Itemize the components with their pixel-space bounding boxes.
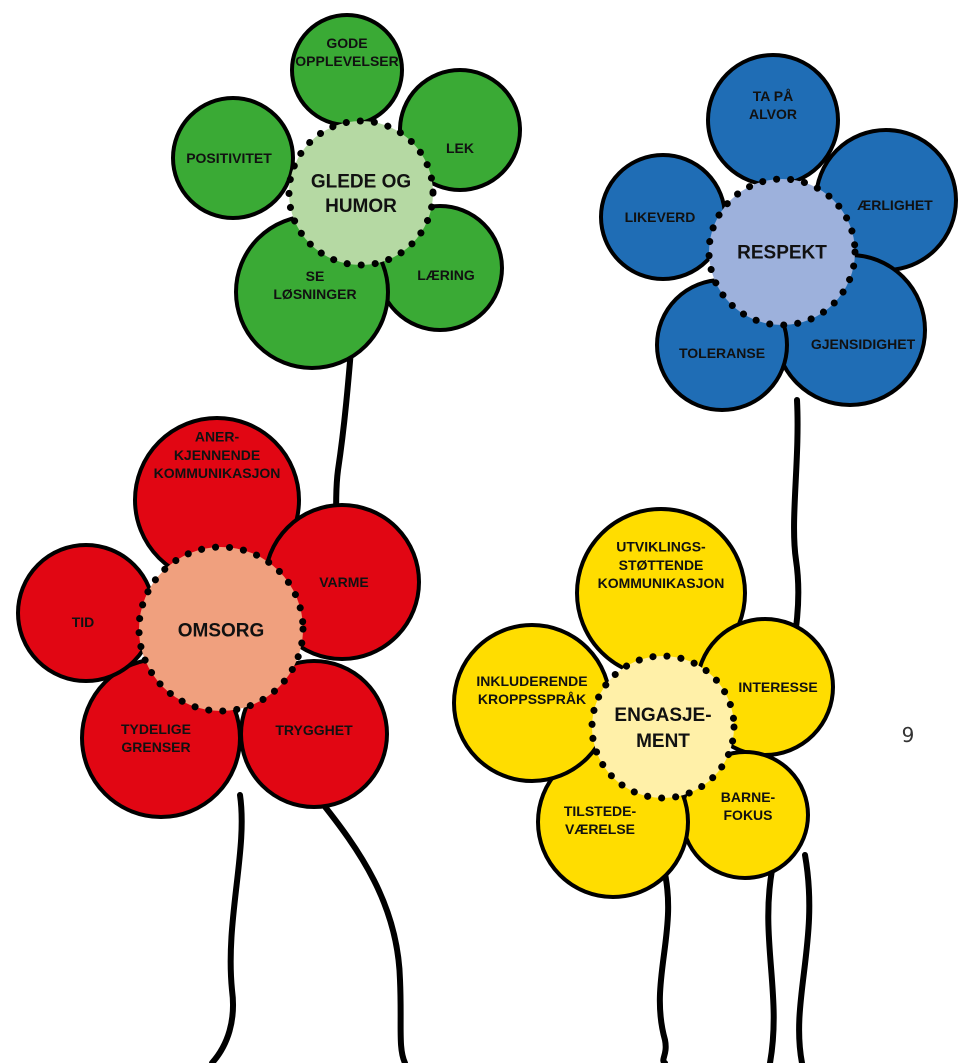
flower-glede: GODE OPPLEVELSER LEK LÆRING SE LØSNINGER POSIT… (171, 13, 522, 370)
center-respekt (705, 175, 859, 329)
page-number: 9 (902, 723, 915, 747)
petal-label-respekt-1: ÆRLIGHET (857, 197, 933, 213)
petal-label-respekt-4: LIKEVERD (625, 209, 696, 225)
petal-label-engasjement-2: BARNE- FOKUS (721, 789, 776, 823)
petal-label-engasjement-1-line: INTERESSE (738, 679, 817, 695)
petal-label-omsorg-3-line: GRENSER (121, 739, 190, 755)
petal-label-respekt-2-line: GJENSIDIGHET (811, 336, 916, 352)
petal-label-engasjement-3: TILSTEDE- VÆRELSE (564, 803, 637, 837)
petal-label-glede-0-line: OPPLEVELSER (295, 53, 398, 69)
petal-label-respekt-0: TA PÅ ALVOR (749, 88, 797, 122)
petal-label-engasjement-4-line: KROPPSSPRÅK (478, 691, 586, 707)
center-glede (285, 117, 437, 269)
center-label-glede: GLEDE OG HUMOR (311, 171, 411, 217)
petal-label-engasjement-1: INTERESSE (738, 679, 817, 695)
center-label-engasjement: ENGASJE- MENT (614, 705, 711, 752)
stem-respekt-0 (787, 397, 802, 663)
petal-glede-4 (171, 96, 295, 220)
petal-label-omsorg-0-line: ANER- (195, 429, 240, 445)
petal-label-engasjement-2-line: FOKUS (724, 807, 773, 823)
petal-label-omsorg-0: ANER- KJENNENDE KOMMUNIKASJON (154, 429, 281, 481)
center-label-glede-line: GLEDE OG (311, 171, 411, 192)
petal-label-glede-2: LÆRING (417, 267, 475, 283)
petal-label-omsorg-2: TRYGGHET (275, 722, 353, 738)
petal-label-omsorg-4-line: TID (72, 614, 95, 630)
petal-label-engasjement-0-line: STØTTENDE (619, 557, 704, 573)
petal-label-omsorg-2-line: TRYGGHET (275, 722, 353, 738)
center-label-respekt: RESPEKT (737, 243, 827, 264)
petal-label-omsorg-3: TYDELIGE GRENSER (121, 721, 191, 755)
center-omsorg (135, 543, 307, 715)
center-label-glede-line: HUMOR (325, 196, 397, 217)
petal-label-respekt-0-line: ALVOR (749, 106, 797, 122)
petal-label-glede-0-line: GODE (326, 35, 367, 51)
flower-respekt: TA PÅ ALVOR ÆRLIGHET GJENSIDIGHET TOLERANSE L… (599, 53, 958, 412)
petal-label-omsorg-0-line: KJENNENDE (174, 447, 260, 463)
stem-engasjement-2 (765, 867, 777, 1063)
petal-label-omsorg-3-line: TYDELIGE (121, 721, 191, 737)
petal-label-glede-4: POSITIVITET (186, 150, 272, 166)
petal-label-glede-3-line: SE (306, 268, 325, 284)
center-label-respekt-line: RESPEKT (737, 243, 827, 264)
center-label-engasjement-line: MENT (636, 731, 690, 752)
flower-omsorg: ANER- KJENNENDE KOMMUNIKASJON VARME TRYGGHET… (16, 416, 421, 819)
petal-label-respekt-4-line: LIKEVERD (625, 209, 696, 225)
petal-label-omsorg-1: VARME (319, 574, 369, 590)
petal-label-glede-4-line: POSITIVITET (186, 150, 272, 166)
center-label-engasjement-line: ENGASJE- (614, 705, 711, 726)
petal-label-engasjement-4-line: INKLUDERENDE (476, 673, 587, 689)
flowers-layer: GODE OPPLEVELSER LEK LÆRING SE LØSNINGER POSIT… (16, 13, 958, 899)
center-label-omsorg-line: OMSORG (178, 621, 265, 642)
petal-label-engasjement-0: UTVIKLINGS- STØTTENDE KOMMUNIKASJON (598, 539, 725, 591)
petal-label-glede-3: SE LØSNINGER (273, 268, 356, 302)
center-label-omsorg: OMSORG (178, 621, 265, 642)
petal-glede-0 (290, 13, 404, 127)
stem-omsorg-1 (315, 795, 408, 1063)
center-engasjement (588, 652, 738, 802)
petal-label-glede-1: LEK (446, 140, 474, 156)
petal-label-glede-3-line: LØSNINGER (273, 286, 356, 302)
stem-engasjement-0 (656, 862, 672, 1063)
petal-label-respekt-3: TOLERANSE (679, 345, 765, 361)
petal-label-omsorg-1-line: VARME (319, 574, 369, 590)
petal-label-respekt-2: GJENSIDIGHET (811, 336, 916, 352)
petal-label-glede-0: GODE OPPLEVELSER (295, 35, 398, 69)
petal-label-engasjement-4: INKLUDERENDE KROPPSSPRÅK (476, 673, 587, 707)
petal-label-glede-1-line: LEK (446, 140, 474, 156)
petal-label-engasjement-0-line: UTVIKLINGS- (616, 539, 706, 555)
petal-label-engasjement-0-line: KOMMUNIKASJON (598, 575, 725, 591)
petal-label-engasjement-3-line: VÆRELSE (565, 821, 635, 837)
petal-label-engasjement-2-line: BARNE- (721, 789, 776, 805)
petal-label-respekt-0-line: TA PÅ (753, 88, 793, 104)
stem-engasjement-1 (796, 852, 813, 1063)
petal-label-omsorg-0-line: KOMMUNIKASJON (154, 465, 281, 481)
petal-label-glede-2-line: LÆRING (417, 267, 475, 283)
stem-omsorg-0 (209, 792, 245, 1063)
petal-label-respekt-1-line: ÆRLIGHET (857, 197, 933, 213)
petal-label-respekt-3-line: TOLERANSE (679, 345, 765, 361)
flower-engasjement: UTVIKLINGS- STØTTENDE KOMMUNIKASJON INTERES… (452, 507, 835, 899)
petal-label-engasjement-3-line: TILSTEDE- (564, 803, 637, 819)
petal-label-omsorg-4: TID (72, 614, 95, 630)
